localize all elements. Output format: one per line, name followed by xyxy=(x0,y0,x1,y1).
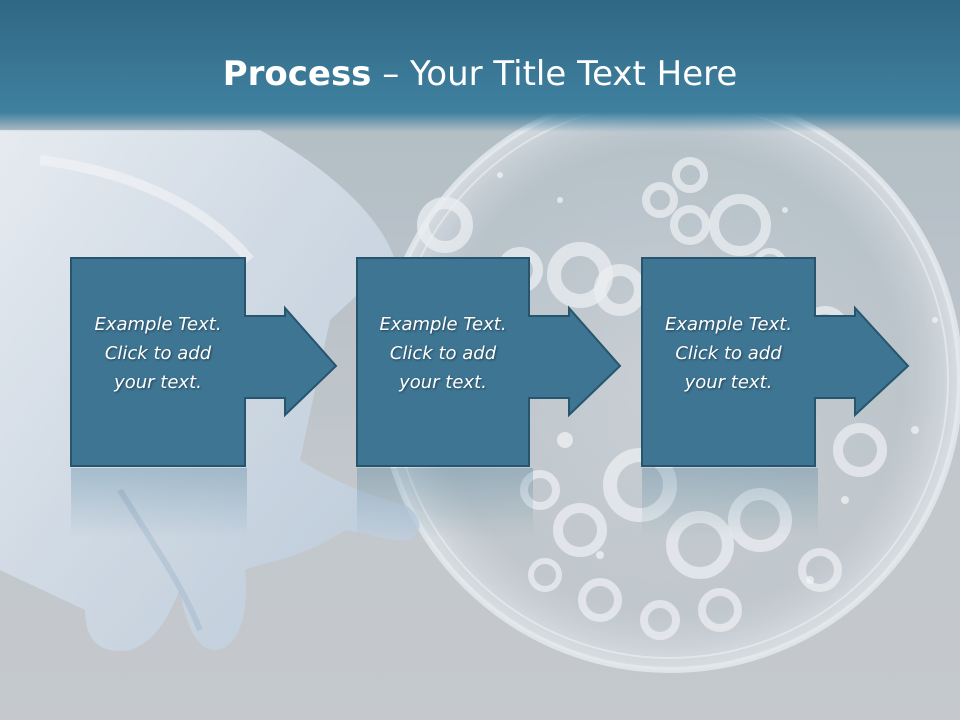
step-1-reflection xyxy=(71,468,247,538)
title-bar xyxy=(0,0,960,132)
process-step-1[interactable]: Example Text. Click to add your text. xyxy=(70,257,351,468)
step-1-line-1: Example Text. xyxy=(94,314,222,335)
step-3-reflection xyxy=(642,468,818,538)
step-2-line-3: your text. xyxy=(399,372,487,393)
step-1-text[interactable]: Example Text. Click to add your text. xyxy=(71,310,245,397)
step-1-line-2: Click to add xyxy=(104,343,212,364)
arrow-right-icon xyxy=(70,257,338,467)
arrow-right-icon xyxy=(641,257,910,467)
arrow-right-icon xyxy=(356,257,622,467)
step-3-line-3: your text. xyxy=(684,372,773,393)
slide-title[interactable]: Process – Your Title Text Here xyxy=(0,52,960,96)
title-rest: – Your Title Text Here xyxy=(371,54,738,94)
step-2-line-2: Click to add xyxy=(389,343,497,364)
step-2-reflection xyxy=(357,468,533,538)
title-bold: Process xyxy=(222,54,372,94)
step-2-line-1: Example Text. xyxy=(379,314,507,335)
step-2-text[interactable]: Example Text. Click to add your text. xyxy=(357,310,529,397)
step-3-text[interactable]: Example Text. Click to add your text. xyxy=(642,310,815,397)
step-1-line-3: your text. xyxy=(114,372,202,393)
process-step-2[interactable]: Example Text. Click to add your text. xyxy=(356,257,637,468)
step-3-line-1: Example Text. xyxy=(664,314,793,335)
step-3-line-2: Click to add xyxy=(675,343,782,364)
process-step-3[interactable]: Example Text. Click to add your text. xyxy=(641,257,922,468)
